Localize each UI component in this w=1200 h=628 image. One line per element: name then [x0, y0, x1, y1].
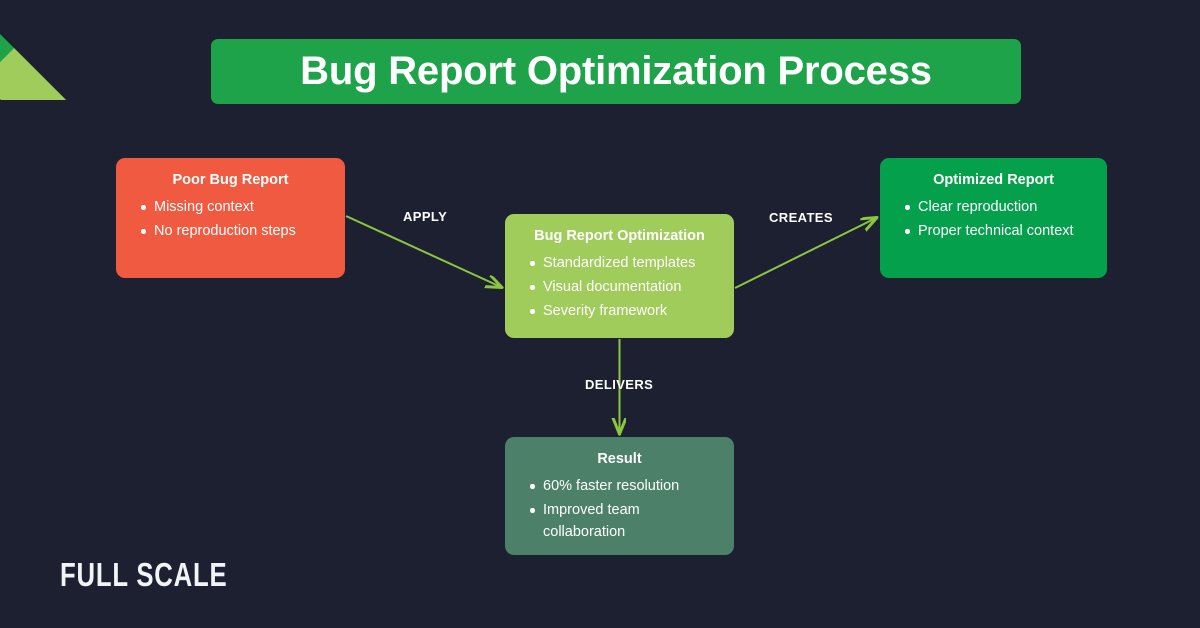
- node-bullet-list: Standardized templates Visual documentat…: [521, 252, 718, 322]
- edge-label-delivers: DELIVERS: [585, 377, 654, 392]
- node-title: Poor Bug Report: [172, 172, 289, 188]
- list-item: Severity framework: [530, 300, 718, 322]
- ribbon-stripe-dark-icon: [0, 15, 110, 100]
- corner-ribbon-graphic: [0, 0, 110, 100]
- edge-apply-arrow: [345, 215, 501, 287]
- list-item: Clear reproduction: [905, 196, 1091, 218]
- ribbon-stripe-light-icon: [0, 48, 110, 100]
- list-item: 60% faster resolution: [530, 475, 718, 497]
- page-title: Bug Report Optimization Process: [300, 49, 932, 93]
- node-optimized-report[interactable]: Optimized Report Clear reproduction Prop…: [880, 158, 1107, 278]
- node-bullet-list: 60% faster resolution Improved team coll…: [521, 475, 718, 543]
- page-title-banner: Bug Report Optimization Process: [211, 39, 1021, 104]
- node-bug-report-optimization[interactable]: Bug Report Optimization Standardized tem…: [505, 214, 734, 338]
- node-bullet-list: Clear reproduction Proper technical cont…: [896, 196, 1091, 242]
- list-item: Missing context: [141, 196, 329, 218]
- edge-creates-arrow: [734, 218, 876, 289]
- node-title: Result: [597, 451, 642, 467]
- edge-label-apply: APPLY: [403, 209, 448, 224]
- brand-wordmark: FULL SCALE: [60, 556, 228, 593]
- list-item: Visual documentation: [530, 276, 718, 298]
- list-item: Proper technical context: [905, 220, 1091, 242]
- node-poor-bug-report[interactable]: Poor Bug Report Missing context No repro…: [116, 158, 345, 278]
- node-title: Bug Report Optimization: [534, 228, 705, 244]
- node-bullet-list: Missing context No reproduction steps: [132, 196, 329, 242]
- edge-label-creates: CREATES: [769, 210, 833, 225]
- list-item: Improved team collaboration: [530, 499, 718, 543]
- list-item: No reproduction steps: [141, 220, 329, 242]
- node-title: Optimized Report: [933, 172, 1054, 188]
- list-item: Standardized templates: [530, 252, 718, 274]
- node-result[interactable]: Result 60% faster resolution Improved te…: [505, 437, 734, 555]
